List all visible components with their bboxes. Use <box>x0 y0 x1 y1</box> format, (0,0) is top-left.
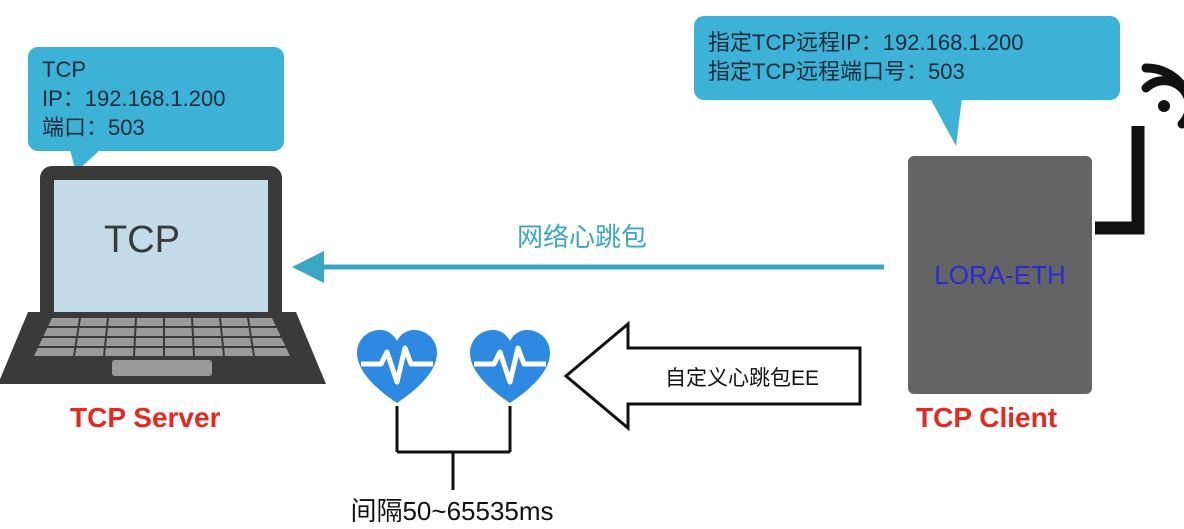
client-bubble-tail <box>930 98 962 146</box>
client-info-bubble: 指定TCP远程IP：192.168.1.200 指定TCP远程端口号：503 <box>694 16 1120 100</box>
heart-icon <box>357 330 437 403</box>
client-remote-port: 指定TCP远程端口号：503 <box>708 59 965 84</box>
heart-icon <box>470 330 550 403</box>
custom-heartbeat-arrow <box>563 320 862 432</box>
server-info-bubble: TCP IP：192.168.1.200 端口：503 <box>28 47 284 151</box>
server-protocol: TCP <box>42 57 86 82</box>
interval-bracket <box>395 406 512 490</box>
heartbeat-label: 网络心跳包 <box>517 222 647 252</box>
laptop-screen-label: TCP <box>104 219 180 261</box>
wifi-signal-icon <box>1141 63 1184 129</box>
heartbeat-arrow-head <box>292 251 324 283</box>
server-ip: IP：192.168.1.200 <box>42 86 226 111</box>
antenna-icon <box>1095 126 1145 235</box>
client-remote-ip: 指定TCP远程IP：192.168.1.200 <box>708 30 1024 55</box>
laptop-icon <box>0 166 326 384</box>
client-caption: TCP Client <box>916 402 1058 433</box>
lora-eth-device <box>908 156 1092 394</box>
server-caption: TCP Server <box>70 402 221 433</box>
device-label: LORA-ETH <box>934 260 1065 290</box>
custom-heartbeat-label: 自定义心跳包EE <box>665 367 819 390</box>
server-port: 端口：503 <box>42 115 145 140</box>
interval-label: 间隔50~65535ms <box>350 496 553 526</box>
